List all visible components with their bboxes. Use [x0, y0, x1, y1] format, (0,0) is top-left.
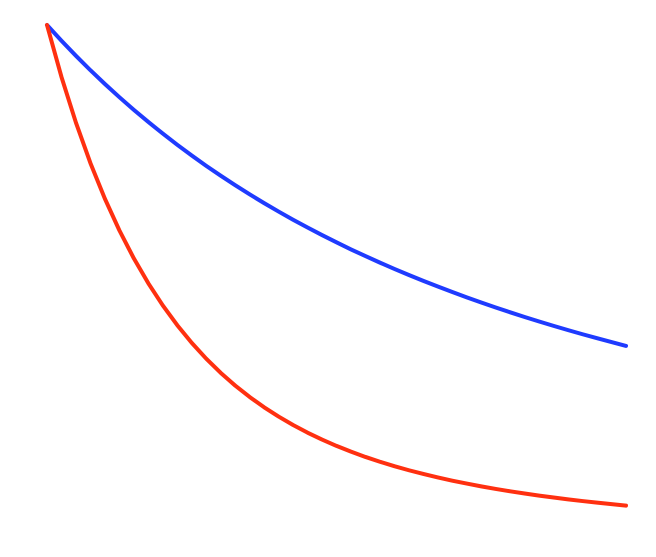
- series-line-2: [45, 23, 628, 508]
- plot-area: [45, 23, 628, 508]
- series-line-1: [45, 23, 628, 348]
